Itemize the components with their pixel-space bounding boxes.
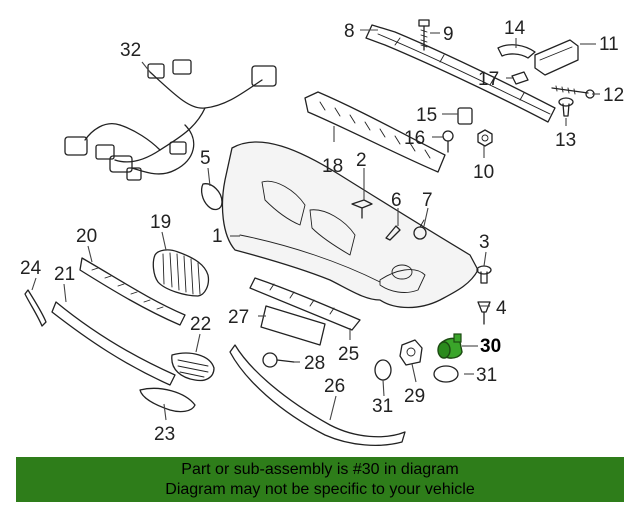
callout-10: 10 xyxy=(473,162,494,183)
part-12-bolt xyxy=(551,85,595,99)
part-5-tow-cover xyxy=(201,183,223,211)
part-9-bolt xyxy=(418,19,430,51)
part-2-clip xyxy=(351,199,373,219)
part-16-clip xyxy=(442,130,454,153)
part-26-lower-spoiler xyxy=(229,344,406,446)
part-27-license-bracket xyxy=(260,305,326,346)
callout-25: 25 xyxy=(338,344,359,365)
callout-31-left: 31 xyxy=(372,396,393,417)
banner-line-part-info: Part or sub-assembly is #30 in diagram xyxy=(181,461,459,478)
callout-18: 18 xyxy=(322,156,343,177)
part-7-clip xyxy=(413,219,427,240)
callout-28: 28 xyxy=(304,353,325,374)
callout-9: 9 xyxy=(443,24,454,45)
part-6-clip xyxy=(385,225,401,241)
callout-24: 24 xyxy=(20,258,42,279)
part-31-grommet-left xyxy=(374,359,392,381)
part-20-lower-grille xyxy=(79,257,186,326)
part-1-bumper-cover xyxy=(221,141,479,309)
part-25-air-guide xyxy=(249,277,361,331)
part-4-clip xyxy=(477,301,491,325)
part-30-parking-sensor[interactable] xyxy=(437,333,463,359)
callout-31-right: 31 xyxy=(476,365,497,386)
info-banner: Part or sub-assembly is #30 in diagram D… xyxy=(16,457,624,502)
callout-12: 12 xyxy=(603,85,624,106)
callout-16: 16 xyxy=(404,128,425,149)
callout-22: 22 xyxy=(190,314,211,335)
part-17-clip xyxy=(511,71,529,85)
callout-21: 21 xyxy=(54,264,75,285)
callout-4: 4 xyxy=(496,298,507,319)
callout-6: 6 xyxy=(391,190,402,211)
part-24-trim xyxy=(24,289,47,327)
part-8-reinforcement-bar xyxy=(365,24,556,123)
callout-7: 7 xyxy=(422,190,433,211)
part-14-bracket xyxy=(497,44,536,59)
part-19-grille xyxy=(152,249,210,297)
callout-14: 14 xyxy=(504,18,526,39)
callout-15: 15 xyxy=(416,105,437,126)
callout-5: 5 xyxy=(200,148,211,169)
part-10-nut xyxy=(477,129,493,147)
part-31-grommet-right xyxy=(433,365,459,383)
part-21-molding xyxy=(51,301,176,386)
part-28-screw xyxy=(262,352,295,368)
leader-lines xyxy=(31,29,600,421)
callout-19: 19 xyxy=(150,212,171,233)
callout-32: 32 xyxy=(120,40,141,61)
part-29-sensor-holder xyxy=(399,339,423,366)
callout-13: 13 xyxy=(555,130,576,151)
callout-3: 3 xyxy=(479,232,490,253)
parts-diagram: 1 2 3 4 5 6 7 8 9 10 11 12 13 14 15 16 1… xyxy=(20,18,624,446)
part-11-mounting-bracket xyxy=(534,39,579,76)
part-15-clip xyxy=(457,107,473,125)
callout-2: 2 xyxy=(356,150,367,171)
part-22-side-grille xyxy=(171,352,215,382)
callout-17: 17 xyxy=(478,69,499,90)
callout-27: 27 xyxy=(228,307,249,328)
callout-1: 1 xyxy=(212,226,223,247)
part-23-fog-trim xyxy=(139,387,196,413)
part-18-energy-absorber xyxy=(304,91,446,173)
callout-8: 8 xyxy=(344,21,355,42)
callout-30-highlighted[interactable]: 30 xyxy=(480,336,501,357)
callout-11: 11 xyxy=(599,34,619,55)
part-32-wiring-harness xyxy=(64,59,277,181)
part-13-clip xyxy=(558,97,574,117)
callout-labels: 1 2 3 4 5 6 7 8 9 10 11 12 13 14 15 16 1… xyxy=(20,18,624,445)
callout-20: 20 xyxy=(76,226,97,247)
banner-line-disclaimer: Diagram may not be specific to your vehi… xyxy=(165,481,475,498)
part-3-bolt xyxy=(476,265,492,284)
callout-23: 23 xyxy=(154,424,175,445)
callout-26: 26 xyxy=(324,376,345,397)
callout-29: 29 xyxy=(404,386,425,407)
